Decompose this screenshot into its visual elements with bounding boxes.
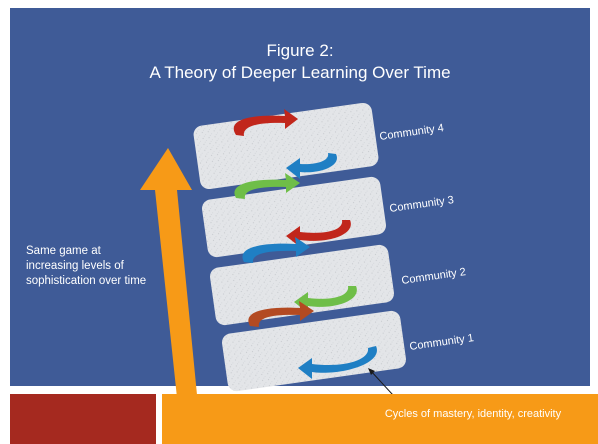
red-arrow-top — [233, 109, 298, 136]
footer-orange-block — [162, 394, 598, 444]
community-card-1 — [222, 310, 406, 392]
figure-title-line1: Figure 2: — [266, 41, 334, 60]
red-arrow-3 — [286, 220, 351, 247]
footer-red-block — [10, 394, 156, 444]
blue-arrow-2 — [242, 237, 310, 263]
cycles-caption: Cycles of mastery, identity, creativity — [384, 408, 562, 420]
green-arrow-2 — [294, 286, 357, 313]
growth-arrow — [140, 148, 198, 407]
brown-arrow-1 — [248, 301, 314, 327]
community-label-1: Community 1 — [409, 332, 475, 353]
green-arrow-3 — [234, 173, 300, 199]
community-label-3: Community 3 — [389, 194, 455, 215]
cycle-arrows — [233, 109, 377, 379]
community-label-4: Community 4 — [379, 122, 445, 143]
figure-title: Figure 2: A Theory of Deeper Learning Ov… — [10, 40, 590, 84]
community-card-2 — [210, 244, 394, 326]
side-note: Same game at increasing levels of sophis… — [26, 245, 147, 287]
slide-frame: Figure 2: A Theory of Deeper Learning Ov… — [10, 8, 590, 386]
caption-pointer-head — [368, 368, 375, 375]
community-card-3 — [202, 176, 386, 258]
blue-arrow-4 — [286, 153, 338, 179]
blue-arrow-1 — [298, 346, 377, 379]
community-label-2: Community 2 — [401, 266, 467, 287]
figure-title-line2: A Theory of Deeper Learning Over Time — [149, 63, 451, 82]
